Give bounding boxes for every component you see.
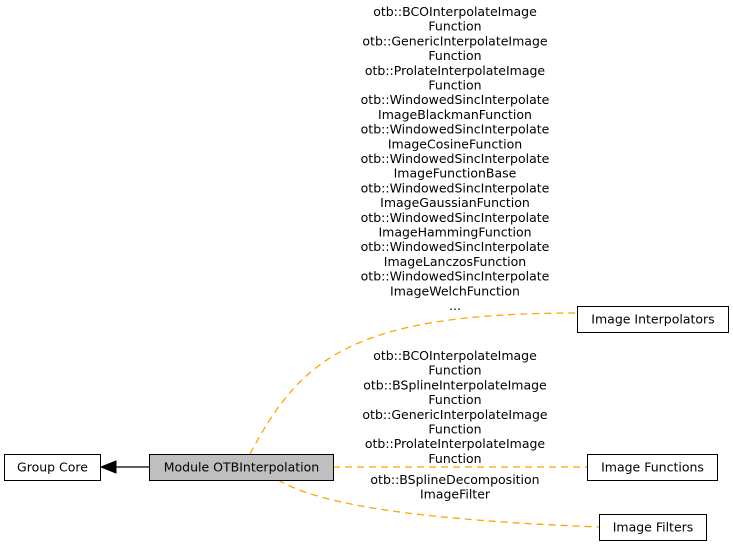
edge-label-line: otb::WindowedSincInterpolate	[361, 180, 550, 195]
edge-label-line: Function	[428, 19, 481, 34]
edge-label-line: otb::BSplineInterpolateImage	[363, 377, 547, 392]
edge-label-line: ImageHammingFunction	[378, 225, 531, 240]
edge-label-line: ImageLanczosFunction	[384, 254, 526, 269]
node-image-filters-box	[599, 514, 707, 541]
edge-label-line: otb::WindowedSincInterpolate	[361, 269, 550, 284]
edge-label-line: ImageGaussianFunction	[380, 195, 530, 210]
node-image-functions-box	[587, 454, 718, 481]
edge-module-to-image-interpolators	[249, 312, 578, 455]
edge-label-line: Function	[428, 48, 481, 63]
edge-label-line: ImageFunctionBase	[394, 166, 517, 181]
node-image-interpolators-label: Image Interpolators	[591, 312, 714, 327]
edge-label-line: Function	[428, 422, 481, 437]
node-group-core-label: Group Core	[17, 460, 88, 475]
node-group-core-box	[4, 454, 101, 481]
edge-label-line: ImageBlackmanFunction	[378, 107, 532, 122]
node-image-interpolators-box	[577, 306, 729, 333]
edge-label-line: ImageWelchFunction	[390, 283, 520, 298]
node-image-functions-label: Image Functions	[601, 460, 704, 475]
edge-label-line: Function	[428, 78, 481, 93]
edge-label-interpolators: otb::BCOInterpolateImageFunctionotb::Gen…	[361, 4, 550, 313]
edge-label-line: otb::ProlateInterpolateImage	[365, 63, 546, 78]
arrowhead-icon	[99, 460, 117, 474]
node-image-interpolators[interactable]: Image Interpolators	[577, 306, 729, 333]
edge-label-line: ImageCosineFunction	[388, 136, 522, 151]
edge-label-line: otb::WindowedSincInterpolate	[361, 122, 550, 137]
edge-module-to-image-filters	[277, 479, 600, 528]
edge-label-line: ImageFilter	[420, 487, 491, 502]
node-image-functions[interactable]: Image Functions	[587, 454, 718, 481]
node-image-filters-label: Image Filters	[613, 520, 694, 535]
node-module-box	[149, 454, 334, 481]
node-module-label: Module OTBInterpolation	[164, 460, 319, 475]
edge-label-line: Function	[428, 451, 481, 466]
node-group-core[interactable]: Group Core	[4, 454, 101, 481]
edge-label-line: otb::WindowedSincInterpolate	[361, 92, 550, 107]
edge-label-line: otb::GenericInterpolateImage	[362, 33, 547, 48]
node-module-otbinterpolation[interactable]: Module OTBInterpolation	[149, 454, 334, 481]
edge-label-line: ...	[449, 298, 461, 313]
node-image-filters[interactable]: Image Filters	[599, 514, 707, 541]
edge-label-line: otb::WindowedSincInterpolate	[361, 210, 550, 225]
edge-label-line: otb::BSplineDecomposition	[370, 472, 539, 487]
edge-label-functions: otb::BCOInterpolateImageFunctionotb::BSp…	[362, 348, 547, 466]
edge-label-line: Function	[428, 363, 481, 378]
edge-label-line: otb::WindowedSincInterpolate	[361, 151, 550, 166]
edge-label-line: otb::GenericInterpolateImage	[362, 407, 547, 422]
edge-label-line: otb::WindowedSincInterpolate	[361, 239, 550, 254]
edge-label-line: otb::BCOInterpolateImage	[373, 348, 537, 363]
edge-label-line: Function	[428, 392, 481, 407]
edge-label-line: otb::ProlateInterpolateImage	[365, 436, 546, 451]
edge-label-line: otb::BCOInterpolateImage	[373, 4, 537, 19]
